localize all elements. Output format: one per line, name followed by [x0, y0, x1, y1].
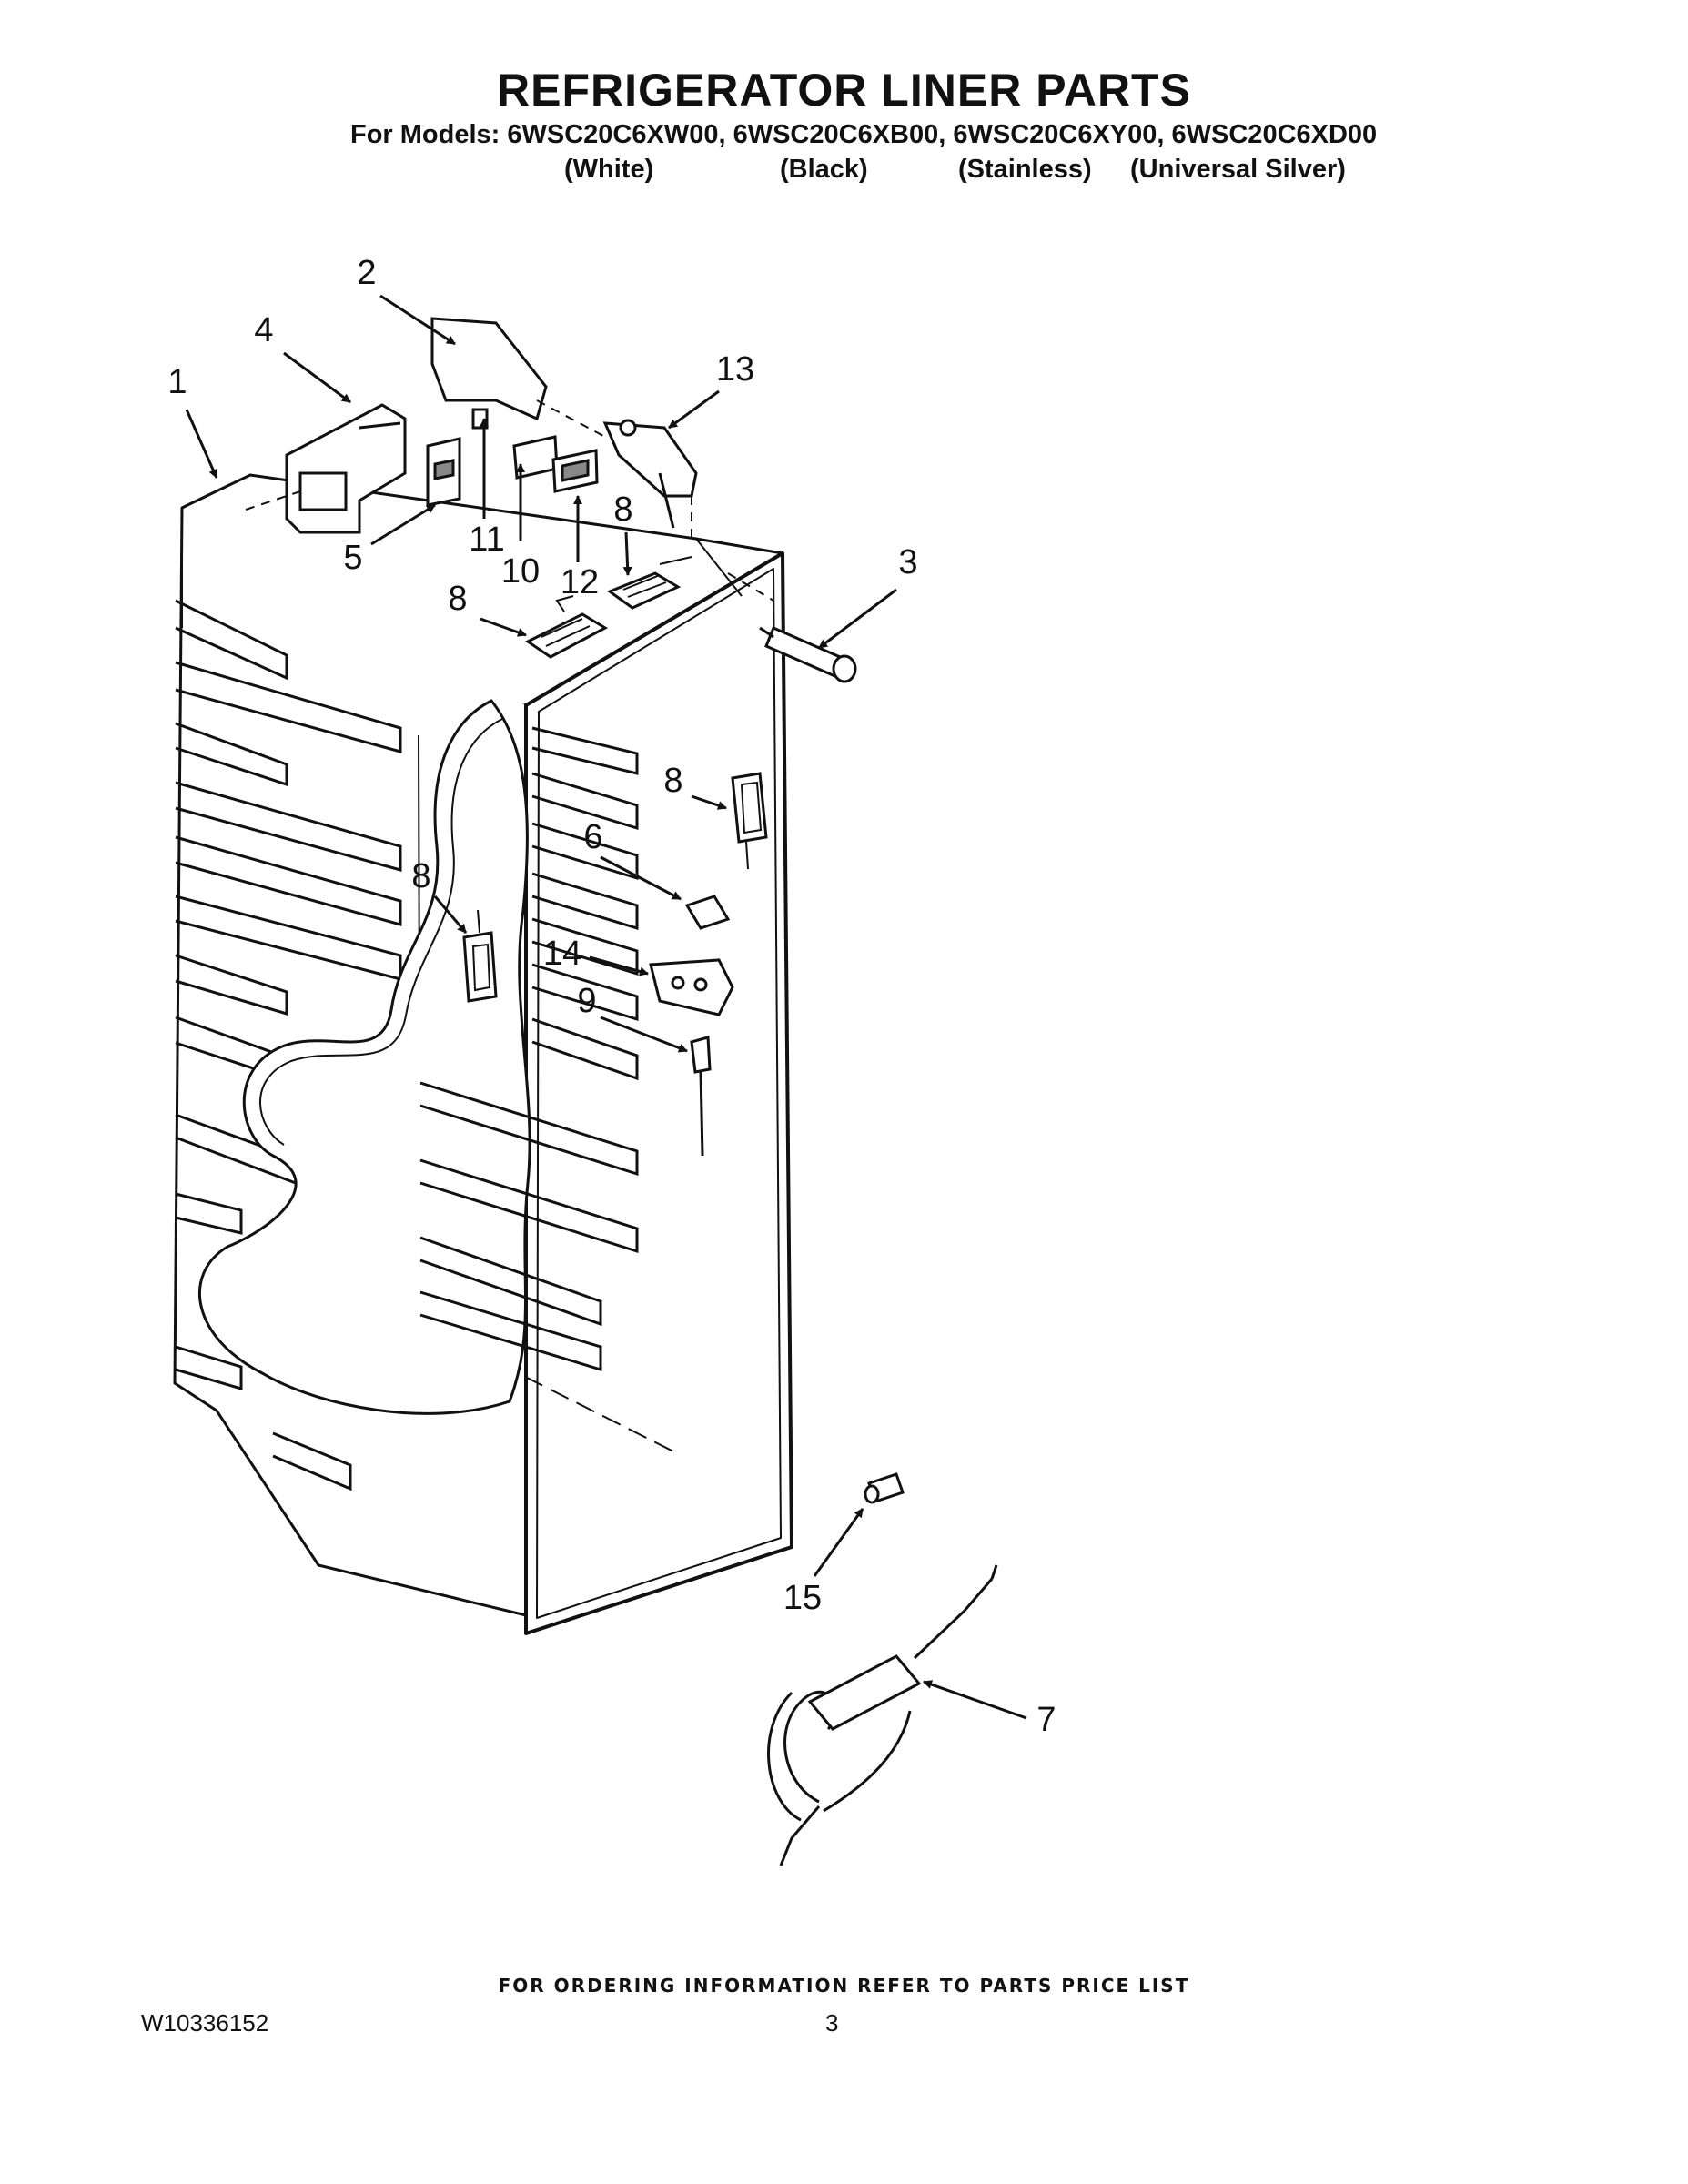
part-8-lamp-top-left: [525, 595, 609, 659]
callout-8-top-right: 8: [613, 490, 632, 529]
finish-universal-silver: (Universal Silver): [1130, 155, 1346, 184]
part-5-damper: [426, 437, 461, 507]
part-6-clip: [684, 895, 731, 930]
part-14-socket-housing: [649, 958, 734, 1016]
leader-arrows: [185, 294, 1027, 1720]
ordering-note: FOR ORDERING INFORMATION REFER TO PARTS …: [498, 1975, 1190, 1997]
callout-10: 10: [501, 552, 540, 591]
assembly-guide-lines: [245, 399, 774, 602]
page-number: 3: [825, 2009, 839, 2037]
callout-8-inner: 8: [411, 857, 430, 895]
part-15-fitting: [864, 1472, 905, 1504]
callout-labels: 1 2 3 4 5 6 7 8 8 8 8 8 9 10 11 12 13 14…: [167, 254, 1056, 1739]
callout-5: 5: [343, 539, 362, 577]
interior-shelf-rails: [419, 726, 639, 1372]
callout-3: 3: [898, 543, 917, 581]
callout-11: 11: [469, 521, 504, 559]
callout-7: 7: [1036, 1701, 1056, 1739]
page-title: REFRIGERATOR LINER PARTS: [497, 65, 1191, 116]
part-8-lamp-side: [731, 772, 768, 870]
part-7-water-tank-tube: [767, 1564, 998, 1866]
callout-1: 1: [167, 363, 187, 401]
callout-13: 13: [716, 350, 754, 389]
cutaway-outline: [197, 699, 531, 1415]
callout-2: 2: [357, 254, 376, 292]
finish-black: (Black): [780, 155, 868, 184]
callout-15: 15: [783, 1579, 822, 1617]
part-8-lamp-inner: [462, 909, 498, 1003]
callout-12: 12: [561, 563, 599, 602]
part-12-vent-grille: [551, 449, 599, 493]
models-line: For Models: 6WSC20C6XW00, 6WSC20C6XB00, …: [350, 120, 1378, 149]
document-number: W10336152: [141, 2009, 269, 2037]
callout-6: 6: [583, 818, 602, 856]
finish-white: (White): [564, 155, 654, 184]
part-8-lamp-top-right: [606, 556, 692, 610]
callout-14: 14: [543, 935, 581, 973]
part-4-control-housing: [285, 403, 407, 534]
callout-9: 9: [577, 982, 596, 1020]
callout-8-top-left: 8: [448, 580, 467, 618]
callout-4: 4: [254, 311, 273, 349]
part-2-air-duct: [430, 317, 548, 430]
left-side-ribs: [175, 599, 402, 1491]
callout-8-side: 8: [663, 762, 682, 800]
part-3-water-filter: [759, 626, 857, 683]
finish-stainless: (Stainless): [958, 155, 1092, 184]
part-9-bulb: [690, 1036, 712, 1157]
